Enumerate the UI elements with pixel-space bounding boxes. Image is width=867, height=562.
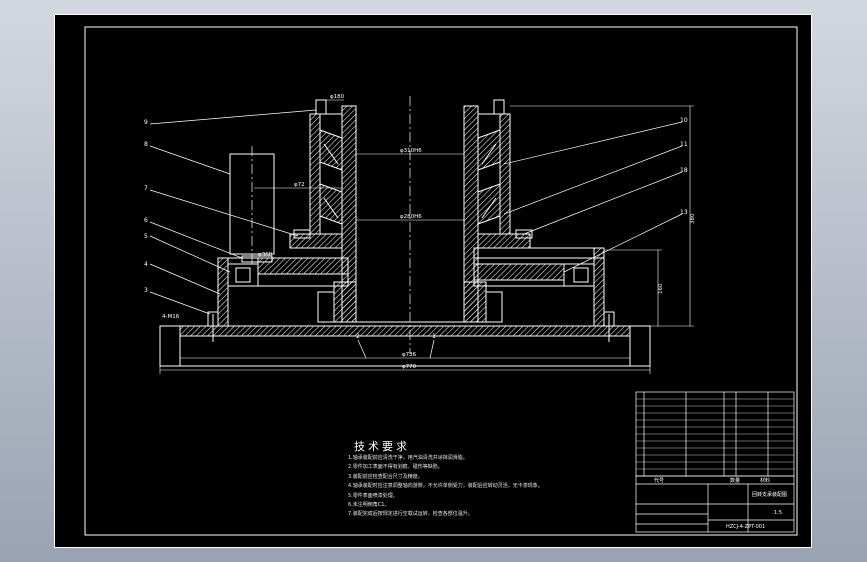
- callout-13: 13: [680, 209, 688, 216]
- inner-frame: [84, 26, 798, 536]
- cad-viewport[interactable]: φ310H6 φ280H6 φ72 φ736 φ770 φ180 φ360 4-…: [54, 14, 812, 548]
- dim-bore-mid: φ280H6: [400, 214, 422, 220]
- callout-11: 11: [680, 141, 688, 148]
- tech-item: 4.轴承装配时应注意调整轴向游隙，不允许单侧受力，装配后应转动灵活，无卡滞现象。: [348, 483, 543, 490]
- tech-item: 7.装配完成后按规定进行空载试运转，检查各部位温升。: [348, 511, 473, 518]
- callout-2: 2: [356, 333, 360, 340]
- callout-3: 3: [144, 287, 148, 294]
- callout-18: 18: [680, 167, 688, 174]
- tech-requirements-title: 技术要求: [354, 440, 410, 453]
- base-bolts: [207, 311, 615, 342]
- bearing-housing-left: [309, 99, 343, 235]
- callout-10: 10: [680, 117, 688, 124]
- dim-base-inner: φ736: [402, 352, 417, 358]
- title-block-text: 代号 数量 材料 回转支承装配图 1:5 HZCJ-4-ZPT-001: [654, 477, 787, 530]
- tech-item: 1.轴承装配前应清洗干净，用汽油清洗并涂抹润滑脂。: [348, 455, 468, 461]
- dim-small-mid: φ72: [294, 182, 305, 188]
- title-block-code-label: 代号: [654, 477, 664, 484]
- housing-left: [217, 255, 349, 327]
- central-sleeve: [317, 105, 503, 323]
- callout-4: 4: [144, 261, 148, 268]
- bearing-housing-right: [477, 99, 511, 235]
- title-block: [635, 475, 795, 533]
- housing-right: [473, 247, 605, 327]
- callout-7: 7: [144, 185, 148, 192]
- dim-height-mid: 160: [658, 283, 664, 294]
- parts-list-rows: [636, 398, 794, 470]
- callout-numbers: 9 8 7 6 5 4 3 10 11 18 13 1 2: [144, 117, 688, 340]
- callout-9: 9: [144, 119, 148, 126]
- dim-height-total: 380: [690, 213, 696, 224]
- tech-requirements-list: 1.轴承装配前应清洗干净，用汽油清洗并涂抹润滑脂。 2.零件加工表面不得有划痕、…: [348, 454, 543, 520]
- callout-8: 8: [144, 141, 148, 148]
- tech-item: 5.零件表面喷漆处理。: [348, 492, 398, 499]
- callout-6: 6: [144, 217, 148, 224]
- tech-item: 3.装配前应检查配合尺寸及精度。: [348, 473, 423, 480]
- tech-item: 6.未注明倒角C1。: [348, 502, 390, 509]
- leader-lines: [149, 109, 683, 359]
- dim-small-ring: φ360: [258, 252, 273, 258]
- dimension-text: φ310H6 φ280H6 φ72 φ736 φ770 φ180 φ360 4-…: [162, 94, 696, 370]
- title-block-count-label: 数量: [730, 477, 740, 484]
- title-block-material-label: 材料: [760, 477, 770, 484]
- dim-small-left: 4-M16: [162, 314, 180, 320]
- drawing-code: HZCJ-4-ZPT-001: [726, 524, 765, 530]
- tech-item: 2.零件加工表面不得有划痕、碰伤等缺陷。: [348, 464, 443, 471]
- outer-frame: [54, 14, 812, 548]
- assembly-drawing: φ310H6 φ280H6 φ72 φ736 φ770 φ180 φ360 4-…: [54, 14, 812, 548]
- dim-base-outer: φ770: [402, 364, 417, 370]
- callout-5: 5: [144, 233, 148, 240]
- center-lines: [251, 96, 411, 354]
- drawing-title: 回转支承装配图: [752, 491, 787, 498]
- dim-small-top: φ180: [330, 94, 345, 100]
- dim-bore-top: φ310H6: [400, 148, 422, 154]
- dimension-lines: [159, 99, 694, 374]
- support-ring: [289, 229, 533, 249]
- callout-1: 1: [432, 333, 436, 340]
- drawing-scale: 1:5: [774, 510, 782, 516]
- base-plate: [159, 325, 651, 367]
